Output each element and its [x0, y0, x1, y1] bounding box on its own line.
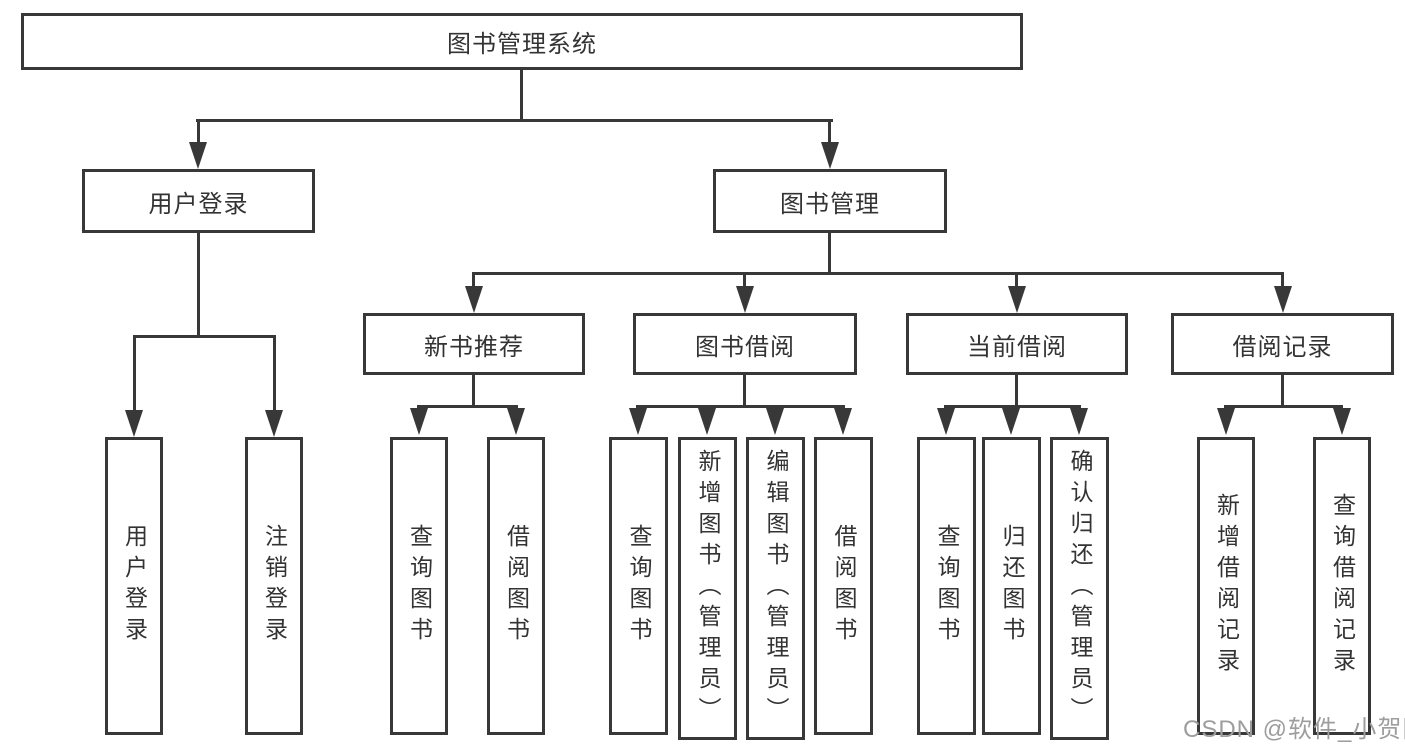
- leaf-borrow-books-borrowing-label: 借阅图书: [831, 524, 857, 648]
- node-book-management: 图书管理: [713, 169, 947, 233]
- node-book-borrowing: 图书借阅: [633, 313, 857, 375]
- leaf-return-book: 归还图书: [982, 437, 1041, 735]
- connector-leaf-logout-stem: [273, 335, 276, 412]
- connector-leaf-login-stem: [133, 335, 136, 412]
- node-user-login: 用户登录: [82, 169, 315, 233]
- leaf-query-books-current-label: 查询图书: [934, 524, 960, 648]
- leaf-borrow-books-recommend: 借阅图书: [487, 437, 545, 735]
- node-borrowing-records: 借阅记录: [1171, 313, 1394, 375]
- leaf-borrow-books-borrowing: 借阅图书: [814, 437, 873, 735]
- connector-user-login-stem: [197, 233, 200, 335]
- connector-borrowing-records-stem: [1281, 272, 1284, 288]
- leaf-edit-book-admin: 编辑图书（管理员）: [746, 437, 805, 740]
- leaf-query-books-recommend: 查询图书: [390, 437, 448, 735]
- connector-new-book-down: [472, 375, 475, 407]
- arrow-current-borrowing-child3-icon: [1070, 408, 1088, 435]
- connector-to-book-management-stem: [828, 119, 831, 145]
- arrow-borrowing-records-child1-icon: [1217, 408, 1235, 435]
- connector-current-borrowing-down: [1015, 375, 1018, 405]
- node-root-library-system: 图书管理系统: [21, 13, 1023, 70]
- arrow-to-leaf-login-icon: [125, 410, 143, 437]
- leaf-edit-book-admin-label: 编辑图书（管理员）: [763, 449, 789, 728]
- leaf-query-books-borrowing-label: 查询图书: [626, 524, 652, 648]
- leaf-user-login: 用户登录: [105, 437, 163, 735]
- leaf-add-borrow-record: 新增借阅记录: [1197, 437, 1255, 735]
- arrow-to-book-management-icon: [821, 142, 839, 169]
- connector-book-borrowing-down: [743, 375, 746, 405]
- connector-book-borrowing-split: [636, 405, 845, 408]
- connector-borrowing-records-down: [1281, 375, 1284, 405]
- arrow-new-book-child2-icon: [507, 408, 525, 435]
- node-new-book-recommend: 新书推荐: [363, 313, 585, 375]
- leaf-borrow-books-recommend-label: 借阅图书: [503, 524, 530, 648]
- arrow-book-borrowing-child1-icon: [629, 408, 647, 435]
- leaf-logout: 注销登录: [245, 437, 303, 735]
- arrow-to-leaf-logout-icon: [265, 410, 283, 437]
- connector-book-borrowing-stem: [743, 272, 746, 288]
- arrow-to-user-login-icon: [189, 142, 207, 169]
- leaf-confirm-return-admin-label: 确认归还（管理员）: [1067, 449, 1093, 728]
- leaf-add-book-admin: 新增图书（管理员）: [678, 437, 737, 740]
- connector-book-management-stem: [828, 233, 831, 272]
- connector-borrowing-records-split: [1224, 405, 1343, 408]
- connector-book-management-split: [472, 272, 1284, 275]
- leaf-query-books-recommend-label: 查询图书: [406, 524, 433, 648]
- leaf-query-borrow-record: 查询借阅记录: [1313, 437, 1371, 735]
- leaf-add-borrow-record-label: 新增借阅记录: [1213, 493, 1240, 679]
- arrow-to-current-borrowing-icon: [1008, 286, 1026, 313]
- arrow-borrowing-records-child2-icon: [1333, 408, 1351, 435]
- leaf-user-login-label: 用户登录: [121, 524, 148, 648]
- connector-root-split: [196, 119, 833, 122]
- leaf-query-books-borrowing: 查询图书: [609, 437, 668, 735]
- connector-to-user-login-stem: [197, 119, 200, 145]
- leaf-add-book-admin-label: 新增图书（管理员）: [695, 449, 721, 728]
- leaf-query-borrow-record-label: 查询借阅记录: [1329, 493, 1356, 679]
- connector-root-stem: [520, 70, 523, 119]
- connector-new-book-split: [417, 405, 518, 408]
- arrow-book-borrowing-child2-icon: [698, 408, 716, 435]
- arrow-to-new-book-icon: [465, 286, 483, 313]
- arrow-new-book-child1-icon: [410, 408, 428, 435]
- arrow-to-borrowing-records-icon: [1274, 286, 1292, 313]
- csdn-watermark: CSDN @软件_小贺同学: [1183, 716, 1405, 743]
- connector-current-borrowing-stem: [1015, 272, 1018, 288]
- connector-current-borrowing-split: [944, 405, 1081, 408]
- arrow-to-book-borrowing-icon: [736, 286, 754, 313]
- arrow-book-borrowing-child4-icon: [834, 408, 852, 435]
- connector-user-login-split: [133, 335, 276, 338]
- arrow-book-borrowing-child3-icon: [766, 408, 784, 435]
- leaf-logout-label: 注销登录: [261, 524, 288, 648]
- leaf-confirm-return-admin: 确认归还（管理员）: [1050, 437, 1109, 740]
- leaf-return-book-label: 归还图书: [999, 524, 1025, 648]
- connector-new-book-stem: [472, 272, 475, 288]
- node-current-borrowing: 当前借阅: [906, 313, 1128, 375]
- leaf-query-books-current: 查询图书: [917, 437, 976, 735]
- arrow-current-borrowing-child2-icon: [1002, 408, 1020, 435]
- arrow-current-borrowing-child1-icon: [937, 408, 955, 435]
